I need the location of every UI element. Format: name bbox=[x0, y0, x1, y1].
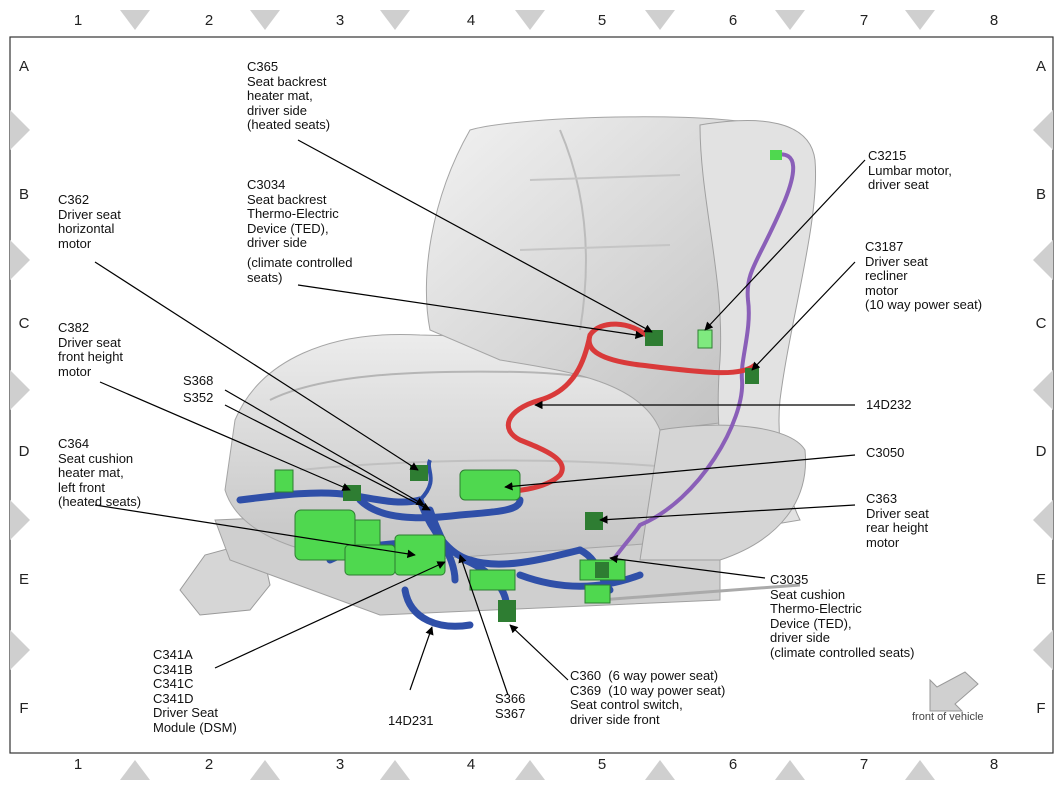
label-s366-s367: S366 S367 bbox=[495, 691, 526, 721]
grid-col-bottom-6: 6 bbox=[728, 756, 738, 773]
grid-row-right-B: B bbox=[1035, 186, 1046, 203]
grid-col-top-4: 4 bbox=[466, 12, 476, 29]
label-14d231: 14D231 bbox=[388, 713, 434, 728]
label-c3035: C3035 Seat cushion Thermo-Electric Devic… bbox=[770, 572, 915, 660]
label-c364: C364 Seat cushion heater mat, left front… bbox=[58, 436, 142, 509]
label-c3215: C3215 Lumbar motor, driver seat bbox=[868, 148, 952, 192]
grid-col-bottom-2: 2 bbox=[204, 756, 214, 773]
border-markers bbox=[10, 10, 1053, 780]
red-harness bbox=[494, 321, 757, 495]
grid-row-left-D: D bbox=[18, 443, 30, 460]
front-of-vehicle-arrow-icon bbox=[929, 671, 979, 712]
label-c3034: C3034 Seat backrest Thermo-Electric Devi… bbox=[247, 177, 339, 250]
grid-col-top-7: 7 bbox=[859, 12, 869, 29]
label-c362: C362 Driver seat horizontal motor bbox=[58, 192, 121, 251]
purple-harness bbox=[603, 152, 796, 576]
grid-col-top-1: 1 bbox=[73, 12, 83, 29]
grid-row-left-F: F bbox=[19, 700, 29, 717]
grid-row-right-F: F bbox=[1036, 700, 1046, 717]
grid-col-bottom-5: 5 bbox=[597, 756, 607, 773]
grid-col-bottom-1: 1 bbox=[73, 756, 83, 773]
connectors bbox=[274, 150, 782, 622]
label-c3034-note: (climate controlled seats) bbox=[247, 255, 353, 285]
grid-row-right-C: C bbox=[1035, 315, 1047, 332]
grid-col-top-8: 8 bbox=[989, 12, 999, 29]
grid-row-left-A: A bbox=[18, 58, 29, 75]
label-c360-c369: C360 (6 way power seat) C369 (10 way pow… bbox=[570, 668, 726, 727]
label-s368: S368 bbox=[183, 373, 214, 388]
label-c3187: C3187 Driver seat recliner motor (10 way… bbox=[865, 239, 983, 312]
front-of-vehicle-label: front of vehicle bbox=[912, 711, 984, 723]
label-c363: C363 Driver seat rear height motor bbox=[866, 491, 929, 550]
leader-lines bbox=[94, 139, 866, 696]
label-c382: C382 Driver seat front height motor bbox=[58, 320, 124, 379]
grid-row-left-B: B bbox=[18, 186, 29, 203]
grid-col-bottom-7: 7 bbox=[859, 756, 869, 773]
label-c3050: C3050 bbox=[866, 445, 905, 460]
grid-col-top-5: 5 bbox=[597, 12, 607, 29]
grid-col-top-6: 6 bbox=[728, 12, 738, 29]
grid-row-left-C: C bbox=[18, 315, 30, 332]
label-c365: C365 Seat backrest heater mat, driver si… bbox=[247, 59, 331, 132]
grid-col-bottom-8: 8 bbox=[989, 756, 999, 773]
label-14d232: 14D232 bbox=[866, 397, 912, 412]
label-s352: S352 bbox=[183, 390, 214, 405]
label-c341: C341A C341B C341C C341D Driver Seat Modu… bbox=[153, 647, 237, 735]
grid-col-bottom-3: 3 bbox=[335, 756, 345, 773]
grid-col-top-3: 3 bbox=[335, 12, 345, 29]
grid-row-right-D: D bbox=[1035, 443, 1047, 460]
grid-row-right-A: A bbox=[1035, 58, 1046, 75]
grid-row-right-E: E bbox=[1035, 571, 1046, 588]
grid-col-bottom-4: 4 bbox=[466, 756, 476, 773]
grid-col-top-2: 2 bbox=[204, 12, 214, 29]
grid-row-left-E: E bbox=[18, 571, 29, 588]
